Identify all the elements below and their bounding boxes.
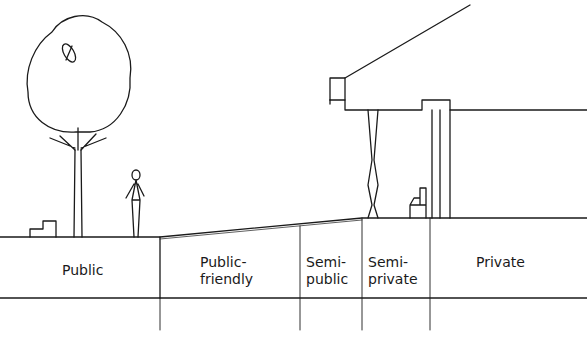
house-wall (449, 110, 450, 218)
zone-label: Public-friendly (200, 254, 280, 288)
zone-label: Semi-private (368, 254, 426, 288)
chair (410, 188, 426, 218)
zone-baseline (0, 297, 587, 298)
ramp-line (160, 218, 587, 237)
zone-dividers (160, 218, 430, 330)
zone-label: Semi-public (306, 254, 360, 288)
zone-label: Private (476, 254, 576, 271)
columns (368, 110, 440, 218)
zone-label: Public (62, 262, 152, 279)
ground-line (0, 237, 160, 298)
porch-roof (330, 5, 587, 110)
person (126, 170, 144, 237)
ramp-edge (160, 220, 362, 239)
steps (30, 221, 56, 237)
tree (27, 16, 131, 237)
